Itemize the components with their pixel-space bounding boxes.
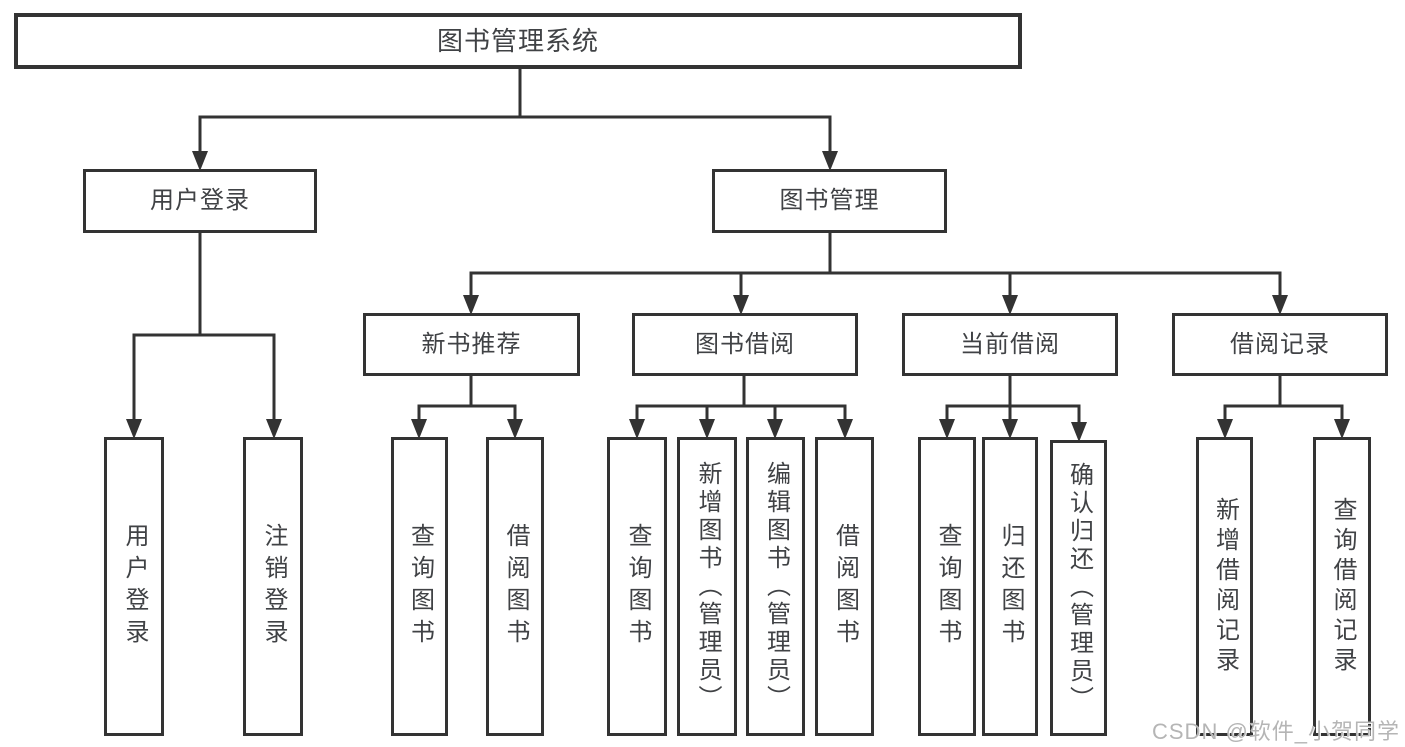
node-borrowing-records-label: 借阅记录 <box>1230 330 1330 358</box>
leaf-query-books-recommend: 查询图书 <box>391 437 448 736</box>
leaf-query-books-borrowing-label: 查询图书 <box>624 522 651 651</box>
connector-book-borrowing-to-leaves <box>629 373 853 439</box>
node-root-label: 图书管理系统 <box>436 26 599 56</box>
leaf-query-books-current-label: 查询图书 <box>934 522 961 651</box>
csdn-watermark: CSDN @软件_小贺同学 <box>1152 719 1401 744</box>
node-book-management: 图书管理 <box>712 169 947 233</box>
leaf-return-books-label: 归还图书 <box>997 522 1024 651</box>
node-user-login-label: 用户登录 <box>150 187 250 214</box>
leaf-edit-books-admin: 编辑图书（管理员） <box>746 437 805 736</box>
node-current-borrowing: 当前借阅 <box>902 313 1118 376</box>
leaf-query-borrow-record: 查询借阅记录 <box>1313 437 1371 736</box>
connector-current-borrowing-to-leaves <box>939 373 1087 442</box>
node-root: 图书管理系统 <box>14 13 1022 69</box>
leaf-borrow-books: 借阅图书 <box>815 437 874 736</box>
connector-new-book-to-leaves <box>411 373 523 439</box>
leaf-add-borrow-record: 新增借阅记录 <box>1196 437 1253 736</box>
leaf-user-login-label: 用户登录 <box>121 522 148 651</box>
node-user-login: 用户登录 <box>83 169 317 233</box>
leaf-query-books-current: 查询图书 <box>918 437 976 736</box>
leaf-query-books-recommend-label: 查询图书 <box>406 522 434 651</box>
leaf-confirm-return-admin: 确认归还（管理员） <box>1050 440 1107 736</box>
leaf-add-books-admin: 新增图书（管理员） <box>677 437 737 736</box>
connector-user-login-to-leaves <box>126 229 282 439</box>
leaf-logout-login-label: 注销登录 <box>260 522 287 651</box>
leaf-query-borrow-record-label: 查询借阅记录 <box>1329 496 1356 677</box>
node-borrowing-records: 借阅记录 <box>1172 313 1388 376</box>
node-current-borrowing-label: 当前借阅 <box>960 330 1060 358</box>
node-book-borrowing: 图书借阅 <box>632 313 858 376</box>
leaf-logout-login: 注销登录 <box>243 437 303 736</box>
node-new-book-recommend: 新书推荐 <box>363 313 580 376</box>
leaf-borrow-books-recommend-label: 借阅图书 <box>502 522 529 651</box>
leaf-return-books: 归还图书 <box>982 437 1038 736</box>
node-book-management-label: 图书管理 <box>779 187 880 214</box>
connector-book-management-to-level3 <box>463 229 1288 315</box>
leaf-add-books-admin-label: 新增图书（管理员） <box>694 460 721 713</box>
connector-root-to-level2 <box>192 65 838 171</box>
leaf-add-borrow-record-label: 新增借阅记录 <box>1211 496 1239 677</box>
leaf-borrow-books-label: 借阅图书 <box>831 522 859 651</box>
connector-borrowing-records-to-leaves <box>1217 373 1350 439</box>
leaf-borrow-books-recommend: 借阅图书 <box>486 437 544 736</box>
leaf-edit-books-admin-label: 编辑图书（管理员） <box>762 460 790 713</box>
node-book-borrowing-label: 图书借阅 <box>695 330 795 358</box>
leaf-user-login: 用户登录 <box>104 437 164 736</box>
leaf-query-books-borrowing: 查询图书 <box>607 437 667 736</box>
node-new-book-recommend-label: 新书推荐 <box>421 330 522 358</box>
leaf-confirm-return-admin-label: 确认归还（管理员） <box>1065 462 1093 714</box>
